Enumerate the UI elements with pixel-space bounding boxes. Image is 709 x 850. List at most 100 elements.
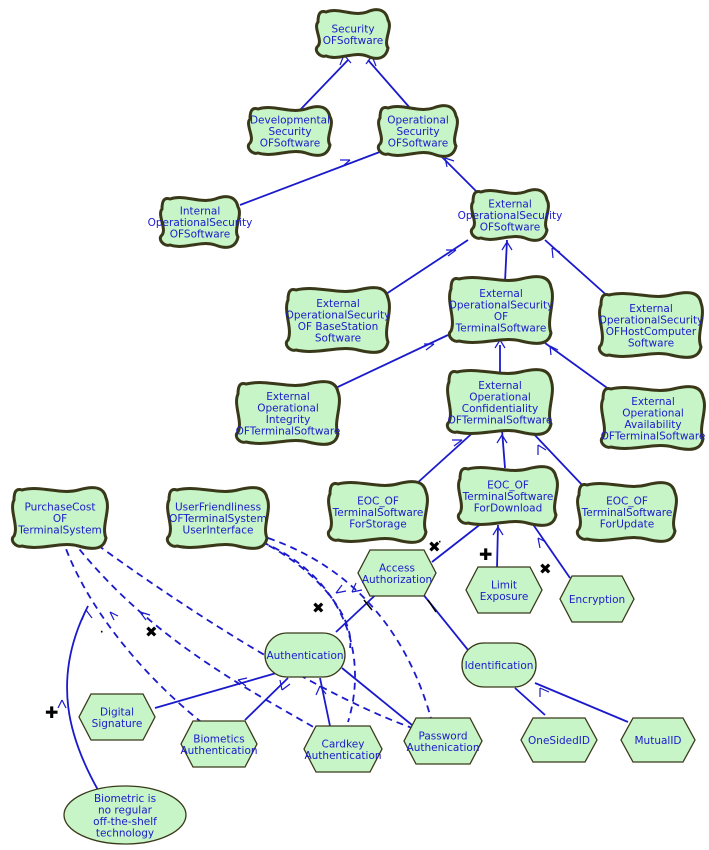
softgoal-shape — [284, 286, 391, 354]
node-identification[interactable]: Identification — [461, 642, 537, 688]
node-label-line: Signature — [92, 718, 143, 730]
edge-onesided-identification — [514, 687, 546, 716]
node-label-line: OperationalSecurity — [148, 217, 253, 229]
softgoal-shape — [326, 480, 429, 544]
node-label-line: Limit — [491, 579, 517, 591]
edge-cardkey-authentication — [319, 677, 331, 727]
node-label-line: Password — [418, 730, 467, 742]
node-label-line: Confidentiality — [462, 403, 538, 415]
node-label-line: OFSoftware — [480, 222, 540, 234]
node-label-line: ForDownload — [474, 503, 543, 515]
softgoal-shape — [234, 380, 341, 446]
edge-biometrics-authentication — [244, 677, 289, 721]
edges: ✖ · ✚ ✖ ✖ ✖ ✚ · — [45, 54, 629, 791]
edge-extterminal-external — [504, 239, 508, 283]
node-label-line: PurchaseCost — [24, 502, 95, 514]
node-label-line: Software — [628, 337, 674, 349]
node-ext-availability[interactable]: ExternalOperationalAvailabilityOFTermina… — [599, 385, 706, 451]
node-label-line: OFTerminalSoftware — [236, 425, 341, 437]
node-encryption[interactable]: Encryption — [559, 575, 635, 623]
node-label-line: Security — [331, 23, 374, 35]
edge-external-operational — [439, 154, 481, 196]
node-one-sided-id[interactable]: OneSidedID — [520, 717, 598, 763]
svg-text:✖: ✖ — [145, 623, 158, 641]
node-label-line: OFSoftware — [388, 138, 448, 150]
softgoal-shape — [447, 275, 554, 345]
svg-text:✖: ✖ — [312, 599, 325, 617]
node-ext-confidentiality[interactable]: ExternalOperationalConfidentialityOFTerm… — [445, 368, 554, 436]
softgoal-shape — [158, 195, 241, 249]
node-label-line: OF BaseStation — [298, 321, 379, 333]
node-label-line: External — [266, 391, 310, 403]
node-label-line: MutualID — [634, 735, 681, 747]
node-label-line: OneSidedID — [528, 735, 590, 747]
node-label-line: External — [629, 303, 673, 315]
node-ext-integrity[interactable]: ExternalOperationalIntegrityOFTerminalSo… — [234, 380, 341, 446]
edge-availability-extterminal — [544, 342, 611, 391]
node-label-line: OFTerminalSystem — [169, 513, 267, 525]
svg-text:✖: ✖ — [428, 538, 441, 556]
node-label-line: ForStorage — [349, 519, 407, 531]
svg-text:·: · — [438, 538, 441, 548]
node-authentication[interactable]: Authentication — [264, 632, 346, 678]
svg-text:·: · — [100, 628, 103, 638]
node-user-friendliness[interactable]: UserFriendlinessOFTerminalSystemUserInte… — [165, 486, 270, 550]
claim-shape — [63, 785, 187, 845]
softgoal-shape — [456, 465, 559, 527]
edge-userfriendly-cardkey — [261, 541, 356, 723]
arrowheads — [57, 54, 561, 709]
edge-eocupdate-confidentiality — [529, 429, 586, 489]
task-shape — [620, 717, 696, 763]
node-mutual-id[interactable]: MutualID — [620, 717, 696, 763]
task-shape — [303, 725, 383, 773]
contribution-markers: ✖ · ✚ ✖ ✖ ✖ ✚ · — [45, 538, 552, 722]
edge-digitalsig-authentication — [154, 671, 281, 709]
softgoal-shape — [376, 104, 459, 158]
node-label-line: Operational — [622, 407, 684, 419]
node-label-line: Digital — [100, 706, 134, 718]
task-shape — [559, 575, 635, 623]
edge-limit-eocdownload — [496, 524, 499, 569]
node-label-line: OperationalSecurity — [449, 299, 554, 311]
softgoal-shape — [469, 188, 550, 242]
task-shape — [78, 693, 156, 741]
node-label-line: Cardkey — [322, 738, 365, 750]
node-label-line: OFTerminalSoftware — [601, 430, 706, 442]
node-label-line: TerminalSoftware — [581, 507, 673, 519]
node-ext-terminal[interactable]: ExternalOperationalSecurityOFTerminalSof… — [447, 275, 554, 345]
edge-internal-operational — [239, 149, 386, 206]
node-label-line: External — [631, 396, 675, 408]
softgoal-shape — [246, 105, 333, 157]
task-shape — [465, 566, 543, 614]
node-label-line: External — [478, 380, 522, 392]
node-ext-host[interactable]: ExternalOperationalSecurityOFHostCompute… — [597, 291, 704, 359]
edge-identification-access — [417, 587, 469, 651]
goal-shape — [461, 642, 537, 688]
node-label-line: OFSoftware — [323, 35, 383, 47]
node-label-line: OFHostComputer — [606, 326, 697, 338]
node-label-line: TerminalSoftware — [462, 491, 554, 503]
node-label-line: OF — [494, 311, 508, 323]
node-label-line: UserInterface — [183, 525, 254, 537]
task-shape — [357, 549, 437, 597]
node-label-line: OFTerminalSoftware — [448, 414, 553, 426]
svg-text:✖: ✖ — [539, 560, 552, 578]
